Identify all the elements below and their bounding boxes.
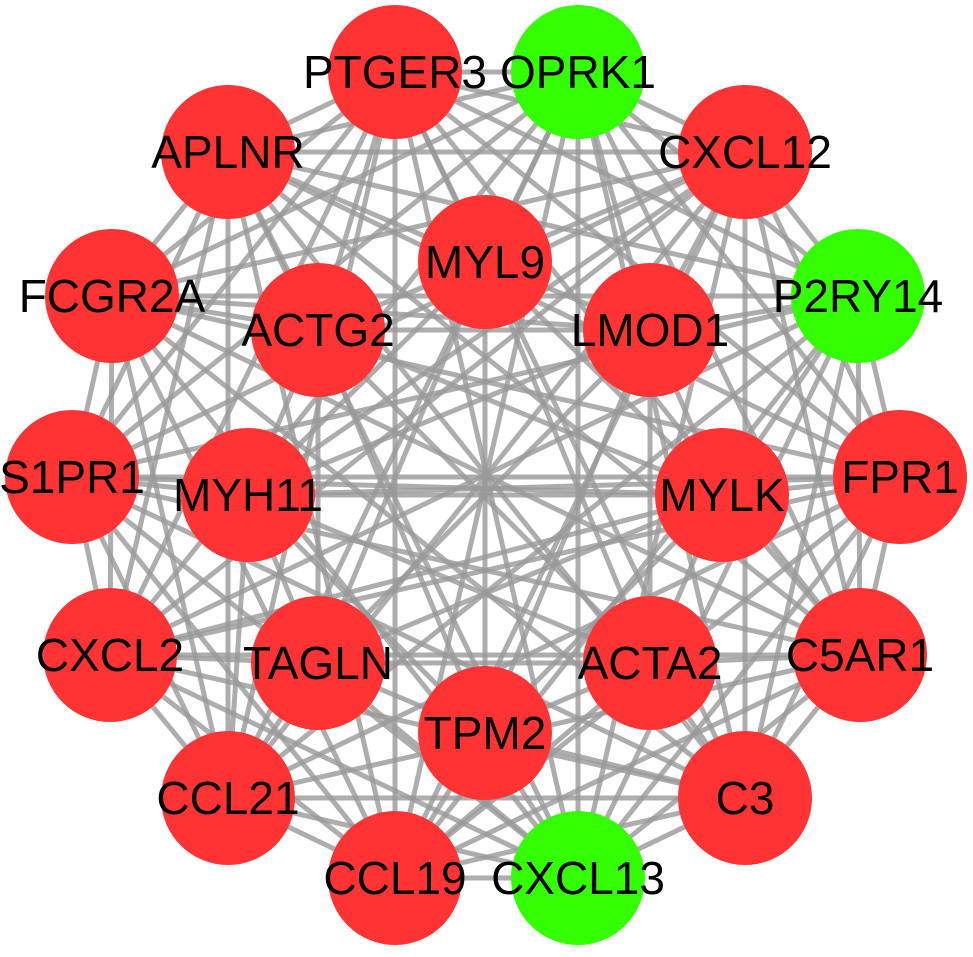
edge-p2ry14-c3: [742, 295, 861, 799]
node-label: ACTA2: [578, 637, 723, 689]
node-circle[interactable]: [43, 588, 177, 722]
node-tpm2[interactable]: TPM2: [418, 666, 552, 800]
node-ccl19[interactable]: CCL19: [323, 811, 467, 945]
edge-cxcl13-cxcl2: [108, 652, 580, 881]
node-ccl21[interactable]: CCL21: [156, 731, 300, 865]
edge-fpr1-fcgr2a: [111, 293, 901, 480]
node-fpr1[interactable]: FPR1: [833, 410, 967, 544]
node-label: TPM2: [424, 707, 547, 759]
node-circle[interactable]: [161, 85, 295, 219]
edge-ccl19-fcgr2a: [109, 294, 398, 880]
node-circle[interactable]: [678, 731, 812, 865]
node-actg2[interactable]: ACTG2: [241, 263, 395, 397]
node-myh11[interactable]: MYH11: [173, 428, 323, 562]
edge-ptger3-s1pr1: [70, 70, 397, 479]
node-cxcl2[interactable]: CXCL2: [36, 588, 184, 722]
node-label: FPR1: [841, 451, 959, 503]
node-circle[interactable]: [655, 428, 789, 562]
node-circle[interactable]: [511, 5, 645, 139]
node-circle[interactable]: [251, 596, 385, 730]
node-tagln[interactable]: TAGLN: [243, 596, 393, 730]
node-aplnr[interactable]: APLNR: [151, 85, 305, 219]
node-fcgr2a[interactable]: FCGR2A: [19, 229, 206, 363]
node-circle[interactable]: [793, 588, 927, 722]
node-circle[interactable]: [328, 811, 462, 945]
node-cxcl13[interactable]: CXCL13: [491, 811, 665, 945]
edge-c5ar1-aplnr: [226, 150, 862, 657]
node-p2ry14[interactable]: P2RY14: [773, 229, 944, 363]
node-c5ar1[interactable]: C5AR1: [786, 588, 934, 722]
node-label: CCL19: [323, 852, 466, 904]
node-label: C5AR1: [786, 629, 934, 681]
node-circle[interactable]: [583, 263, 717, 397]
edge-fpr1-aplnr: [226, 149, 902, 480]
edge-p2ry14-aplnr: [227, 149, 859, 299]
node-label: TAGLN: [243, 637, 393, 689]
node-circle[interactable]: [511, 811, 645, 945]
node-circle[interactable]: [833, 410, 967, 544]
node-s1pr1[interactable]: S1PR1: [0, 410, 145, 544]
node-label: S1PR1: [0, 451, 145, 503]
node-oprk1[interactable]: OPRK1: [500, 5, 656, 139]
edge-fpr1-ccl21: [226, 474, 902, 801]
node-circle[interactable]: [181, 428, 315, 562]
node-circle[interactable]: [5, 410, 139, 544]
node-label: CXCL2: [36, 629, 184, 681]
edge-cxcl12-fcgr2a: [111, 149, 746, 299]
node-label: MYLK: [659, 469, 785, 521]
edge-oprk1-c3: [575, 71, 748, 799]
node-label: MYL9: [425, 236, 545, 288]
edge-lmod1-tpm2: [482, 329, 653, 734]
node-circle[interactable]: [328, 5, 462, 139]
node-circle[interactable]: [791, 229, 925, 363]
node-label: CXCL13: [491, 852, 665, 904]
node-label: C3: [716, 772, 775, 824]
node-circle[interactable]: [161, 731, 295, 865]
node-label: ACTG2: [241, 304, 394, 356]
node-label: CCL21: [156, 772, 299, 824]
node-label: MYH11: [173, 469, 323, 521]
node-circle[interactable]: [678, 85, 812, 219]
node-acta2[interactable]: ACTA2: [578, 596, 723, 730]
edge-fpr1-cxcl13: [576, 475, 902, 880]
node-label: OPRK1: [500, 46, 656, 98]
node-circle[interactable]: [418, 666, 552, 800]
edge-s1pr1-mylk: [71, 474, 723, 498]
node-circle[interactable]: [583, 596, 717, 730]
node-label: PTGER3: [303, 46, 487, 98]
edge-ccl21-fcgr2a: [109, 295, 231, 799]
edge-oprk1-fpr1: [576, 70, 902, 479]
node-label: P2RY14: [773, 270, 944, 322]
edge-cxcl2-mylk: [109, 492, 723, 658]
edge-fpr1-myh11: [247, 474, 901, 498]
edge-ptger3-p2ry14: [393, 69, 860, 299]
node-label: LMOD1: [571, 304, 729, 356]
node-label: APLNR: [151, 126, 304, 178]
node-c3[interactable]: C3: [678, 731, 812, 865]
node-ptger3[interactable]: PTGER3: [303, 5, 487, 139]
node-mylk[interactable]: MYLK: [655, 428, 789, 562]
node-circle[interactable]: [45, 229, 179, 363]
node-myl9[interactable]: MYL9: [418, 195, 552, 329]
edge-cxcl2-aplnr: [107, 151, 231, 656]
edge-oprk1-fcgr2a: [110, 69, 580, 299]
node-circle[interactable]: [251, 263, 385, 397]
node-lmod1[interactable]: LMOD1: [571, 263, 729, 397]
edge-c3-s1pr1: [70, 474, 747, 801]
node-label: CXCL12: [658, 126, 832, 178]
node-cxcl12[interactable]: CXCL12: [658, 85, 832, 219]
node-label: FCGR2A: [19, 270, 206, 322]
edge-cxcl12-c5ar1: [742, 151, 863, 656]
node-circle[interactable]: [418, 195, 552, 329]
